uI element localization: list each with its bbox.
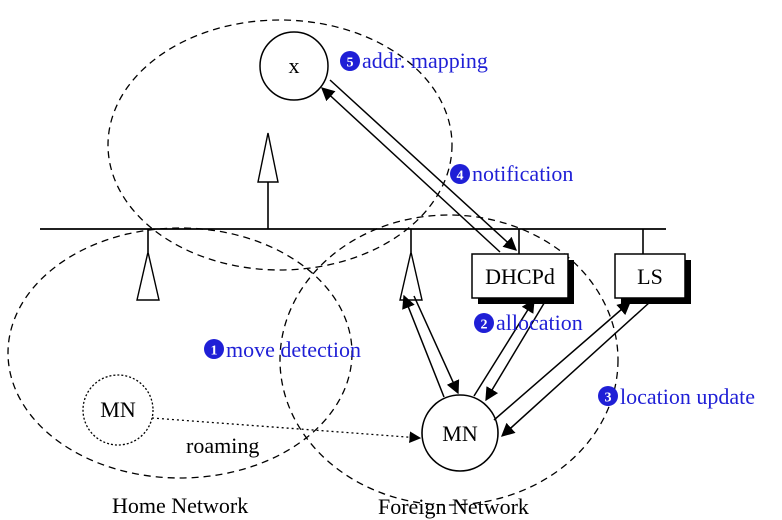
step-allocation: 2 allocation xyxy=(474,310,583,335)
step-5-number: 5 xyxy=(347,56,354,71)
step-notification: 4 notification xyxy=(450,161,573,186)
router-x-network xyxy=(257,132,279,229)
step-addr-mapping: 5 addr. mapping xyxy=(340,48,488,73)
step-1-label: move detection xyxy=(226,337,361,362)
step-2-number: 2 xyxy=(481,318,488,333)
step-5-label: addr. mapping xyxy=(362,48,488,73)
mn-home-label: MN xyxy=(100,397,136,422)
step-move-detection: 1 move detection xyxy=(204,337,361,362)
correspondent-node-x: x xyxy=(259,31,329,101)
mobile-node-home: MN xyxy=(82,374,154,446)
step-1-number: 1 xyxy=(211,344,218,359)
location-update-arrow-up xyxy=(493,301,632,421)
allocation-arrow-up xyxy=(473,298,535,397)
step-4-label: notification xyxy=(472,161,573,186)
dhcpd-server: DHCPd xyxy=(471,253,574,304)
mobile-node-foreign: MN xyxy=(421,394,499,472)
dhcpd-label: DHCPd xyxy=(485,264,555,289)
home-network-region xyxy=(7,227,353,479)
ls-server: LS xyxy=(614,253,691,304)
x-network-region xyxy=(107,19,453,271)
notification-arrow-up xyxy=(321,87,501,253)
step-location-update: 3 location update xyxy=(598,384,755,409)
step-2-label: allocation xyxy=(496,310,583,335)
foreign-network-region xyxy=(279,214,619,506)
home-network-label: Home Network xyxy=(112,493,248,518)
location-update-arrow-down xyxy=(500,301,651,437)
router-foreign-network xyxy=(399,229,423,301)
mn-foreign-label: MN xyxy=(442,421,478,446)
notification-arrow-down xyxy=(329,79,517,251)
move-detection-arrow-down xyxy=(413,295,460,395)
router-home-network xyxy=(136,229,160,301)
move-detection-arrow-up xyxy=(402,294,445,398)
roaming-label: roaming xyxy=(186,433,259,458)
step-3-label: location update xyxy=(620,384,755,409)
foreign-network-label: Foreign Network xyxy=(378,494,529,519)
ls-label: LS xyxy=(637,264,663,289)
step-3-number: 3 xyxy=(605,391,612,406)
step-4-number: 4 xyxy=(457,169,464,184)
allocation-arrow-down xyxy=(485,299,547,402)
x-label: x xyxy=(289,53,300,78)
